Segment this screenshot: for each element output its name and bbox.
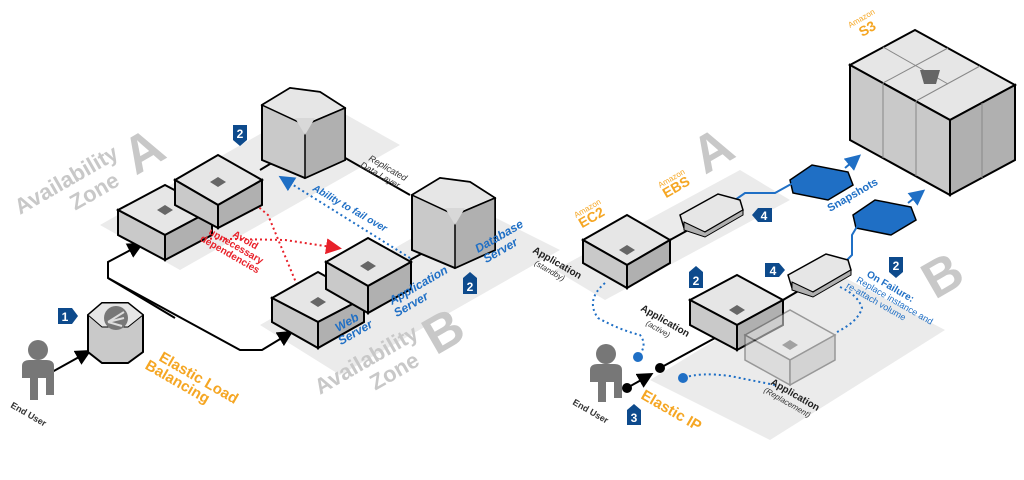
app-active-label: Application (active) <box>639 303 692 340</box>
elb-to-zone-b-line <box>107 277 294 351</box>
ebs-volume-a <box>679 193 744 238</box>
failover-label: Ability to fail over <box>310 183 390 236</box>
end-user-icon-left <box>22 340 54 400</box>
badge-2-zone-b: 2 <box>463 272 477 294</box>
zone-a-database-octagon <box>260 86 347 180</box>
standby-remap-path <box>591 282 645 362</box>
ebs-a-to-snapshot-line <box>734 182 794 201</box>
badge-2-active-text: 2 <box>693 274 700 288</box>
avoid-dependency-arrow-1 <box>179 237 342 255</box>
zone-a-app-server-box <box>173 153 265 230</box>
ec2-standby-box <box>580 213 672 290</box>
badge-4b-text: 4 <box>770 264 777 278</box>
replicated-data-line <box>339 154 411 196</box>
badge-4-zone-b: 4 <box>765 263 785 278</box>
user-to-elb-line <box>51 350 92 373</box>
zone-b-letter-right: B <box>912 241 974 310</box>
badge-2-failure: 2 <box>889 257 903 278</box>
replacement-remap-path <box>678 373 776 386</box>
s3-line2: S3 <box>856 17 879 40</box>
snapshot-1-to-s3-arrow <box>843 154 862 171</box>
badge-2a-text: 2 <box>237 127 244 141</box>
user-to-elastic-ip-arrow <box>622 373 654 393</box>
badge-1: 1 <box>58 308 78 324</box>
badge-3: 3 <box>627 404 641 425</box>
ebs-volume-b <box>787 253 852 298</box>
zone-a-letter: A <box>113 117 175 186</box>
end-user-icon-right <box>590 344 622 402</box>
snapshot-2 <box>852 199 917 236</box>
badge-2-active: 2 <box>689 266 703 288</box>
elastic-load-balancing-octagon <box>87 302 144 364</box>
s3-label: Amazon S3 <box>847 7 879 40</box>
bucket-icon <box>920 70 940 84</box>
amazon-s3-storage <box>847 28 1018 197</box>
ebs-label: Amazon EBS <box>657 167 693 201</box>
zone-b-web-server-box <box>269 270 367 350</box>
badge-3-text: 3 <box>631 411 638 425</box>
failover-arrow <box>278 175 411 259</box>
elastic-ip-line <box>655 337 716 373</box>
badge-4a-text: 4 <box>761 209 768 223</box>
end-user-label-left: End User <box>9 400 49 429</box>
zone-b-database-octagon <box>410 176 497 270</box>
ec2-label: Amazon EC2 <box>573 197 608 231</box>
badge-1-text: 1 <box>62 310 69 324</box>
ec2-active-box <box>687 273 786 352</box>
badge-4-zone-a: 4 <box>752 208 772 223</box>
badge-2b-text: 2 <box>467 280 474 294</box>
ebs-b-to-snapshot-line <box>844 224 859 263</box>
elb-to-zone-a-line <box>107 243 176 319</box>
zone-b-app-server-box <box>323 236 414 315</box>
reattach-volume-path <box>834 286 864 334</box>
elb-label: Elastic Load Balancing <box>142 349 241 408</box>
badge-2-failure-text: 2 <box>893 259 900 273</box>
snapshot-2-to-s3-arrow <box>907 189 926 206</box>
snapshot-1 <box>789 164 854 201</box>
ec2-replacement-box <box>743 309 837 387</box>
avoid-dependency-arrow-2 <box>244 195 298 286</box>
badge-2-zone-a: 2 <box>233 125 247 146</box>
